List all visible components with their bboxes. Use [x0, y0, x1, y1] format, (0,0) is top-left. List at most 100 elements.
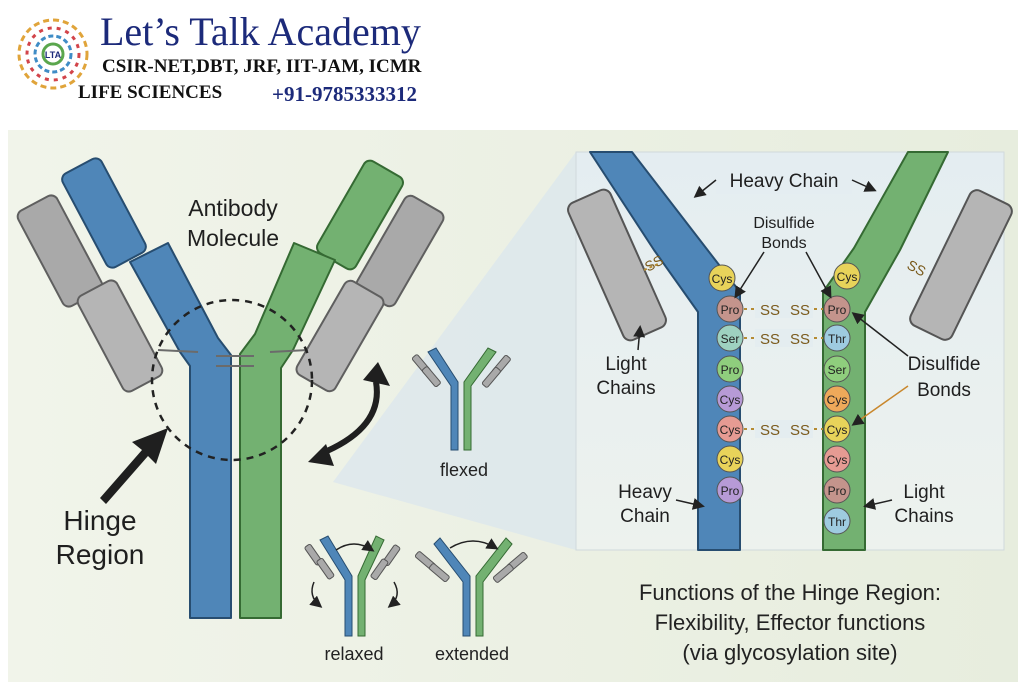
residue-left-7: [716, 445, 744, 473]
heavy-chain-bottom-label-2: Chain: [620, 506, 670, 527]
state-label-extended: extended: [435, 644, 509, 664]
mini-antibody-extended: [414, 537, 528, 637]
antibody-molecule-label-1: Antibody: [188, 195, 278, 221]
leader-line: [675, 498, 705, 510]
mini-antibody-relaxed: [304, 535, 401, 637]
residue-right-4: [823, 355, 851, 383]
svg-text:Thr: Thr: [828, 515, 846, 529]
ss-label: SS: [790, 302, 810, 319]
residue-right-3: [823, 324, 851, 352]
functions-line-1: Functions of the Hinge Region:: [639, 580, 941, 605]
heavy-chain-top-label: Heavy Chain: [730, 171, 839, 192]
svg-text:LTA: LTA: [45, 50, 62, 60]
svg-text:Cys: Cys: [827, 393, 848, 407]
svg-text:Cys: Cys: [720, 423, 741, 437]
svg-text:Pro: Pro: [828, 484, 847, 498]
flex-arrow-head-top: [363, 362, 390, 386]
ss-label: SS: [760, 422, 780, 439]
leader-line: [851, 385, 909, 426]
residue-right-1: [833, 262, 861, 290]
mini-antibody-flexed: [411, 347, 511, 451]
academy-logo-icon: LTA: [17, 18, 89, 90]
leader-line: [734, 251, 765, 299]
disulfide-bonds-right-label-1: Disulfide: [908, 354, 981, 375]
ss-label: SS: [760, 302, 780, 319]
residue-right-7: [823, 445, 851, 473]
residue-left-4: [716, 355, 744, 383]
svg-text:Cys: Cys: [712, 272, 733, 286]
svg-text:Cys: Cys: [720, 393, 741, 407]
svg-text:Cys: Cys: [837, 270, 858, 284]
program-name: LIFE SCIENCES: [78, 82, 223, 103]
hinge-pointer-arrow: [100, 428, 168, 504]
zoom-heavy-chain-green: [822, 151, 949, 551]
heavy-chain-bottom-label-1: Heavy: [618, 482, 672, 503]
heavy-chain-blue-upper: [61, 157, 147, 269]
state-label-relaxed: relaxed: [324, 644, 383, 664]
flex-double-arrow: [318, 381, 380, 457]
residue-right-6: [823, 415, 851, 443]
residues-left: Cys Pro Ser Pro Cys Cys Cys Pro: [708, 264, 744, 504]
flex-arrow-head-bottom: [308, 444, 334, 466]
leader-line: [805, 251, 832, 299]
svg-text:Pro: Pro: [828, 303, 847, 317]
svg-text:Cys: Cys: [720, 453, 741, 467]
leader-line: [633, 325, 646, 351]
hinge-region-label-2: Region: [56, 539, 145, 570]
antibody-molecule-label-2: Molecule: [187, 225, 279, 251]
residues-right: Cys Pro Thr Ser Cys Cys Cys Pro Thr: [823, 262, 861, 535]
light-chain-left-lower: [76, 279, 164, 393]
exam-list: CSIR-NET,DBT, JRF, IIT-JAM, ICMR: [102, 56, 422, 77]
svg-text:Cys: Cys: [827, 453, 848, 467]
residue-left-1: [708, 264, 736, 292]
ss-label: SS: [790, 422, 810, 439]
zoom-heavy-chain-blue: [589, 151, 741, 551]
svg-text:Cys: Cys: [827, 423, 848, 437]
academy-title: Let’s Talk Academy: [100, 9, 421, 54]
light-chains-bottom-label-1: Light: [903, 482, 945, 503]
functions-line-3: (via glycosylation site): [682, 640, 897, 665]
ss-label-light-right: SS: [905, 257, 929, 280]
residue-right-9: [823, 507, 851, 535]
zoom-panel: [567, 151, 1013, 551]
heavy-chain-blue-stem: [129, 242, 232, 619]
residue-left-8: [716, 476, 744, 504]
disulfide-bonds-top-label-2: Bonds: [761, 235, 806, 252]
light-heavy-bond-left: [157, 349, 199, 353]
hinge-highlight-circle: [150, 298, 314, 462]
residue-left-6: [716, 415, 744, 443]
residue-left-5: [716, 385, 744, 413]
light-chains-bottom-label-2: Chains: [894, 506, 953, 527]
light-chains-label-1: Light: [605, 354, 647, 375]
leader-line: [863, 498, 893, 510]
disulfide-bonds-right-label-2: Bonds: [917, 380, 971, 401]
hinge-region-diagram: Antibody Molecule Hinge Region flexed re…: [8, 130, 1018, 682]
residue-right-2: [823, 295, 851, 323]
header: LTA Let’s Talk Academy CSIR-NET,DBT, JRF…: [0, 0, 1024, 118]
state-label-flexed: flexed: [440, 460, 488, 480]
residue-left-3: [716, 324, 744, 352]
disulfide-bonds: [744, 300, 823, 438]
light-chains-label-2: Chains: [596, 378, 655, 399]
phone-number: +91-9785333312: [272, 82, 417, 106]
hinge-region-label-1: Hinge: [63, 505, 136, 536]
zoom-wedge: [333, 152, 576, 550]
svg-text:Ser: Ser: [721, 332, 740, 346]
svg-text:Pro: Pro: [721, 303, 740, 317]
heavy-chain-top-label-bg: [716, 166, 852, 194]
functions-line-2: Flexibility, Effector functions: [655, 610, 926, 635]
light-heavy-bond-right: [269, 349, 309, 353]
ss-label-light-left: SS: [642, 252, 666, 275]
disulfide-bonds-top-label-1: Disulfide: [753, 215, 814, 232]
svg-text:Ser: Ser: [828, 363, 847, 377]
leader-line: [851, 312, 909, 357]
heavy-chain-green-stem: [239, 242, 336, 619]
zoom-light-chain-right: [909, 189, 1013, 341]
svg-text:Thr: Thr: [828, 332, 846, 346]
zoom-light-chain-left: [567, 188, 667, 342]
svg-text:Pro: Pro: [721, 363, 740, 377]
ss-bond-light-left: [643, 263, 659, 271]
ss-label: SS: [790, 331, 810, 348]
antibody-molecule: [16, 157, 445, 619]
residue-right-5: [823, 385, 851, 413]
